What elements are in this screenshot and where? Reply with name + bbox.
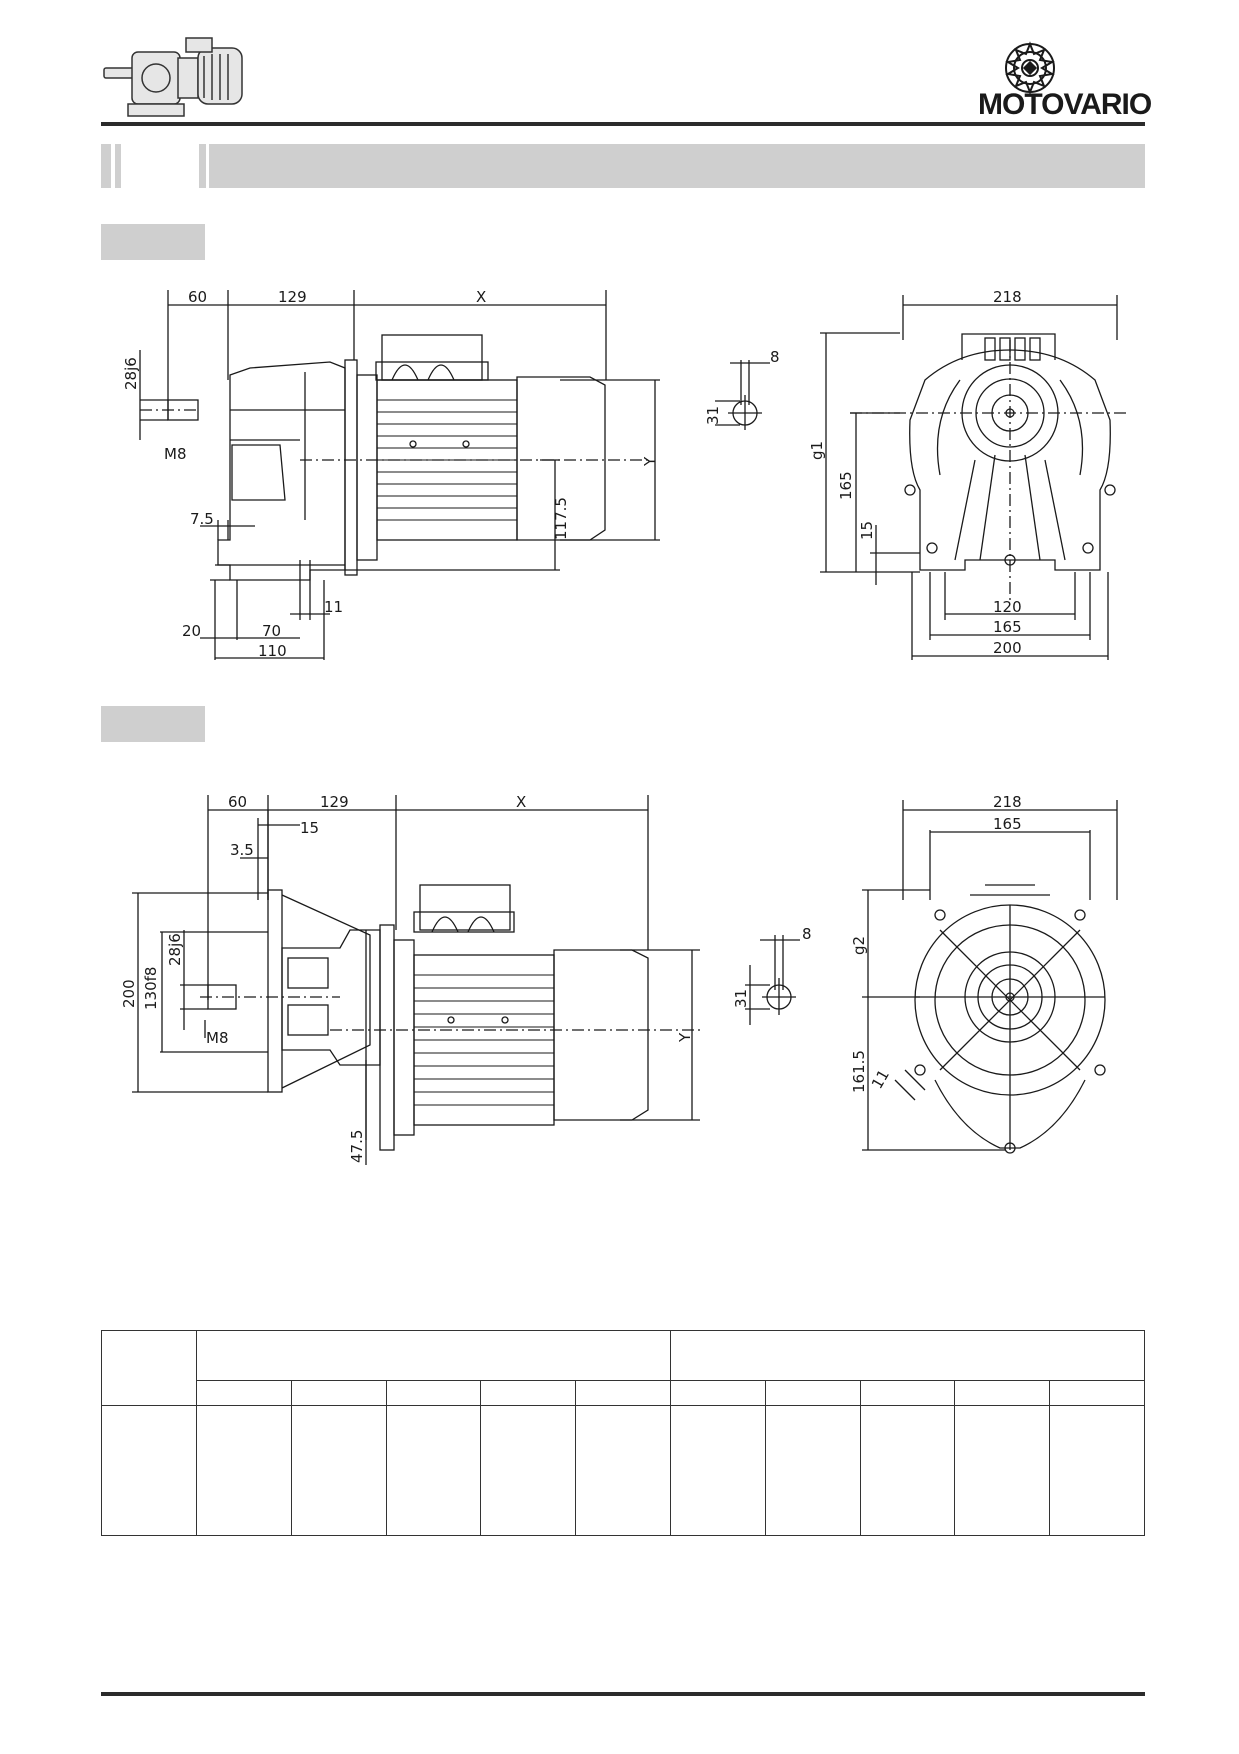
dim2-200: 200 xyxy=(120,979,138,1008)
drawing-key-detail-1: 8 31 xyxy=(704,348,780,430)
dim-x: X xyxy=(476,288,486,306)
drawing-foot-side-view: 60 129 X 28j6 M8 7.5 117.5 Y 20 70 11 11… xyxy=(122,288,660,660)
table-subheader xyxy=(1049,1380,1145,1406)
table-cell xyxy=(575,1405,671,1536)
dim-70: 70 xyxy=(262,622,281,640)
table-subheader xyxy=(669,1380,766,1406)
table-cell xyxy=(290,1405,387,1536)
drawing-foot-front-view: 218 g1 165 15 120 165 200 xyxy=(810,288,1130,660)
table-header-group-a xyxy=(196,1330,671,1381)
title-bar xyxy=(209,144,1145,188)
key-dim-31: 31 xyxy=(704,406,722,425)
dim2-shaft: 28j6 xyxy=(166,933,184,966)
table-subheader xyxy=(859,1380,956,1406)
table-subheader xyxy=(954,1380,1051,1406)
dim-shaft: 28j6 xyxy=(122,357,140,390)
table-subheader xyxy=(764,1380,861,1406)
table-subheader xyxy=(575,1380,671,1406)
brand-logo-text: MOTOVARIO xyxy=(978,88,1152,121)
dim2-129: 129 xyxy=(320,793,349,811)
drawing-flange-front-view: 218 165 g2 161.5 11 xyxy=(850,793,1118,1154)
title-bar-tab-2 xyxy=(115,144,121,188)
dim2-47-5: 47.5 xyxy=(348,1130,366,1163)
front-dim-218: 218 xyxy=(993,288,1022,306)
footer-rule xyxy=(101,1692,1145,1696)
front-dim-15: 15 xyxy=(858,521,876,540)
title-bar-tab xyxy=(101,144,111,188)
table-header-corner xyxy=(101,1330,197,1406)
brand-logo-emblem xyxy=(1005,41,1055,95)
table-subheader xyxy=(196,1380,292,1406)
front-dim-165-h: 165 xyxy=(993,618,1022,636)
table-subheader xyxy=(385,1380,482,1406)
front2-dim-218: 218 xyxy=(993,793,1022,811)
dim-thread: M8 xyxy=(164,445,187,463)
dim2-y: Y xyxy=(676,1032,694,1043)
dim-20: 20 xyxy=(182,622,201,640)
table-cell xyxy=(196,1405,292,1536)
front-dim-120: 120 xyxy=(993,598,1022,616)
front-dim-200: 200 xyxy=(993,639,1022,657)
dim2-15: 15 xyxy=(300,819,319,837)
table-cell xyxy=(764,1405,861,1536)
dimension-table xyxy=(101,1330,1146,1536)
front2-dim-165: 165 xyxy=(993,815,1022,833)
dim-y: Y xyxy=(641,456,659,467)
table-header-group-b xyxy=(669,1330,1146,1381)
dim2-x: X xyxy=(516,793,526,811)
title-bar-tab-3 xyxy=(199,144,206,188)
dim-110: 110 xyxy=(258,642,287,660)
key2-dim-8: 8 xyxy=(802,925,812,943)
front2-dim-11: 11 xyxy=(868,1066,893,1092)
section-label-2 xyxy=(101,706,205,742)
table-subheader xyxy=(290,1380,387,1406)
dim-7-5: 7.5 xyxy=(190,510,214,528)
table-cell xyxy=(859,1405,956,1536)
key-dim-8: 8 xyxy=(770,348,780,366)
dim-60: 60 xyxy=(188,288,207,306)
front2-dim-161-5: 161.5 xyxy=(850,1050,868,1093)
dim-129: 129 xyxy=(278,288,307,306)
gearmotor-thumbnail xyxy=(103,37,243,117)
front2-dim-g2: g2 xyxy=(850,936,868,955)
table-cell xyxy=(480,1405,577,1536)
table-cell xyxy=(385,1405,482,1536)
table-cell xyxy=(954,1405,1051,1536)
dim-117-5: 117.5 xyxy=(552,497,570,540)
key2-dim-31: 31 xyxy=(732,989,750,1008)
front-dim-g1: g1 xyxy=(810,441,826,460)
header-rule xyxy=(101,122,1145,126)
table-subheader xyxy=(480,1380,577,1406)
section-label-1 xyxy=(101,224,205,260)
drawing-key-detail-2: 8 31 xyxy=(732,925,812,1025)
dim2-thread: M8 xyxy=(206,1029,229,1047)
dim2-flange: 130f8 xyxy=(142,967,160,1010)
dim2-60: 60 xyxy=(228,793,247,811)
dim-11: 11 xyxy=(324,598,343,616)
drawing-flange-side-view: 60 129 X 15 3.5 200 130f8 28j6 M8 47.5 Y xyxy=(120,793,700,1165)
table-cell xyxy=(669,1405,766,1536)
dim2-3-5: 3.5 xyxy=(230,841,254,859)
table-cell xyxy=(1049,1405,1145,1536)
table-cell xyxy=(101,1405,197,1536)
front-dim-165-v: 165 xyxy=(837,471,855,500)
